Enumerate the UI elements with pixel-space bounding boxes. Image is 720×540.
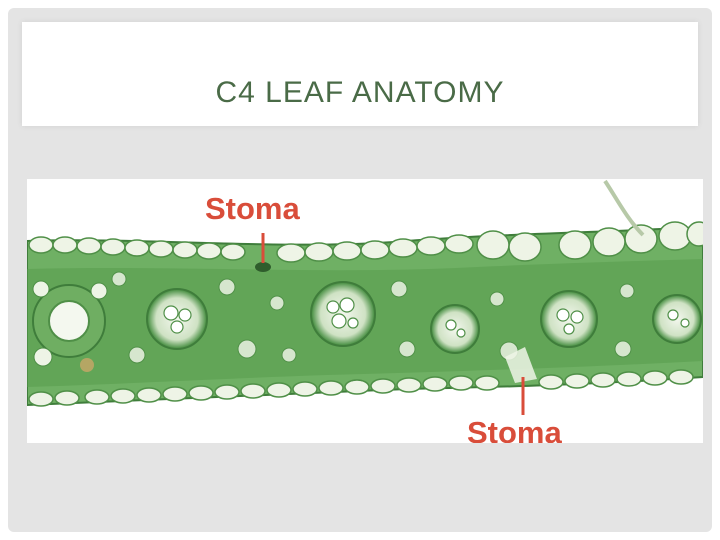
leaf-cross-section-figure: Stoma Stoma <box>27 179 703 443</box>
title-box: C4 LEAF ANATOMY <box>22 22 698 126</box>
slide-title: C4 LEAF ANATOMY <box>215 76 505 109</box>
stoma-label-top: Stoma <box>205 191 301 226</box>
leaf-micrograph: Stoma Stoma <box>27 179 703 443</box>
leaf-hair <box>603 179 645 237</box>
lower-epidermis <box>28 369 694 407</box>
upper-epidermis <box>28 221 703 263</box>
bundle-sheath-cells <box>146 281 702 354</box>
stoma-label-bottom: Stoma <box>467 415 563 443</box>
vascular-tissue <box>163 297 690 338</box>
left-vascular-bundle <box>32 280 108 372</box>
lower-stoma <box>505 347 537 383</box>
upper-stoma <box>255 262 271 272</box>
